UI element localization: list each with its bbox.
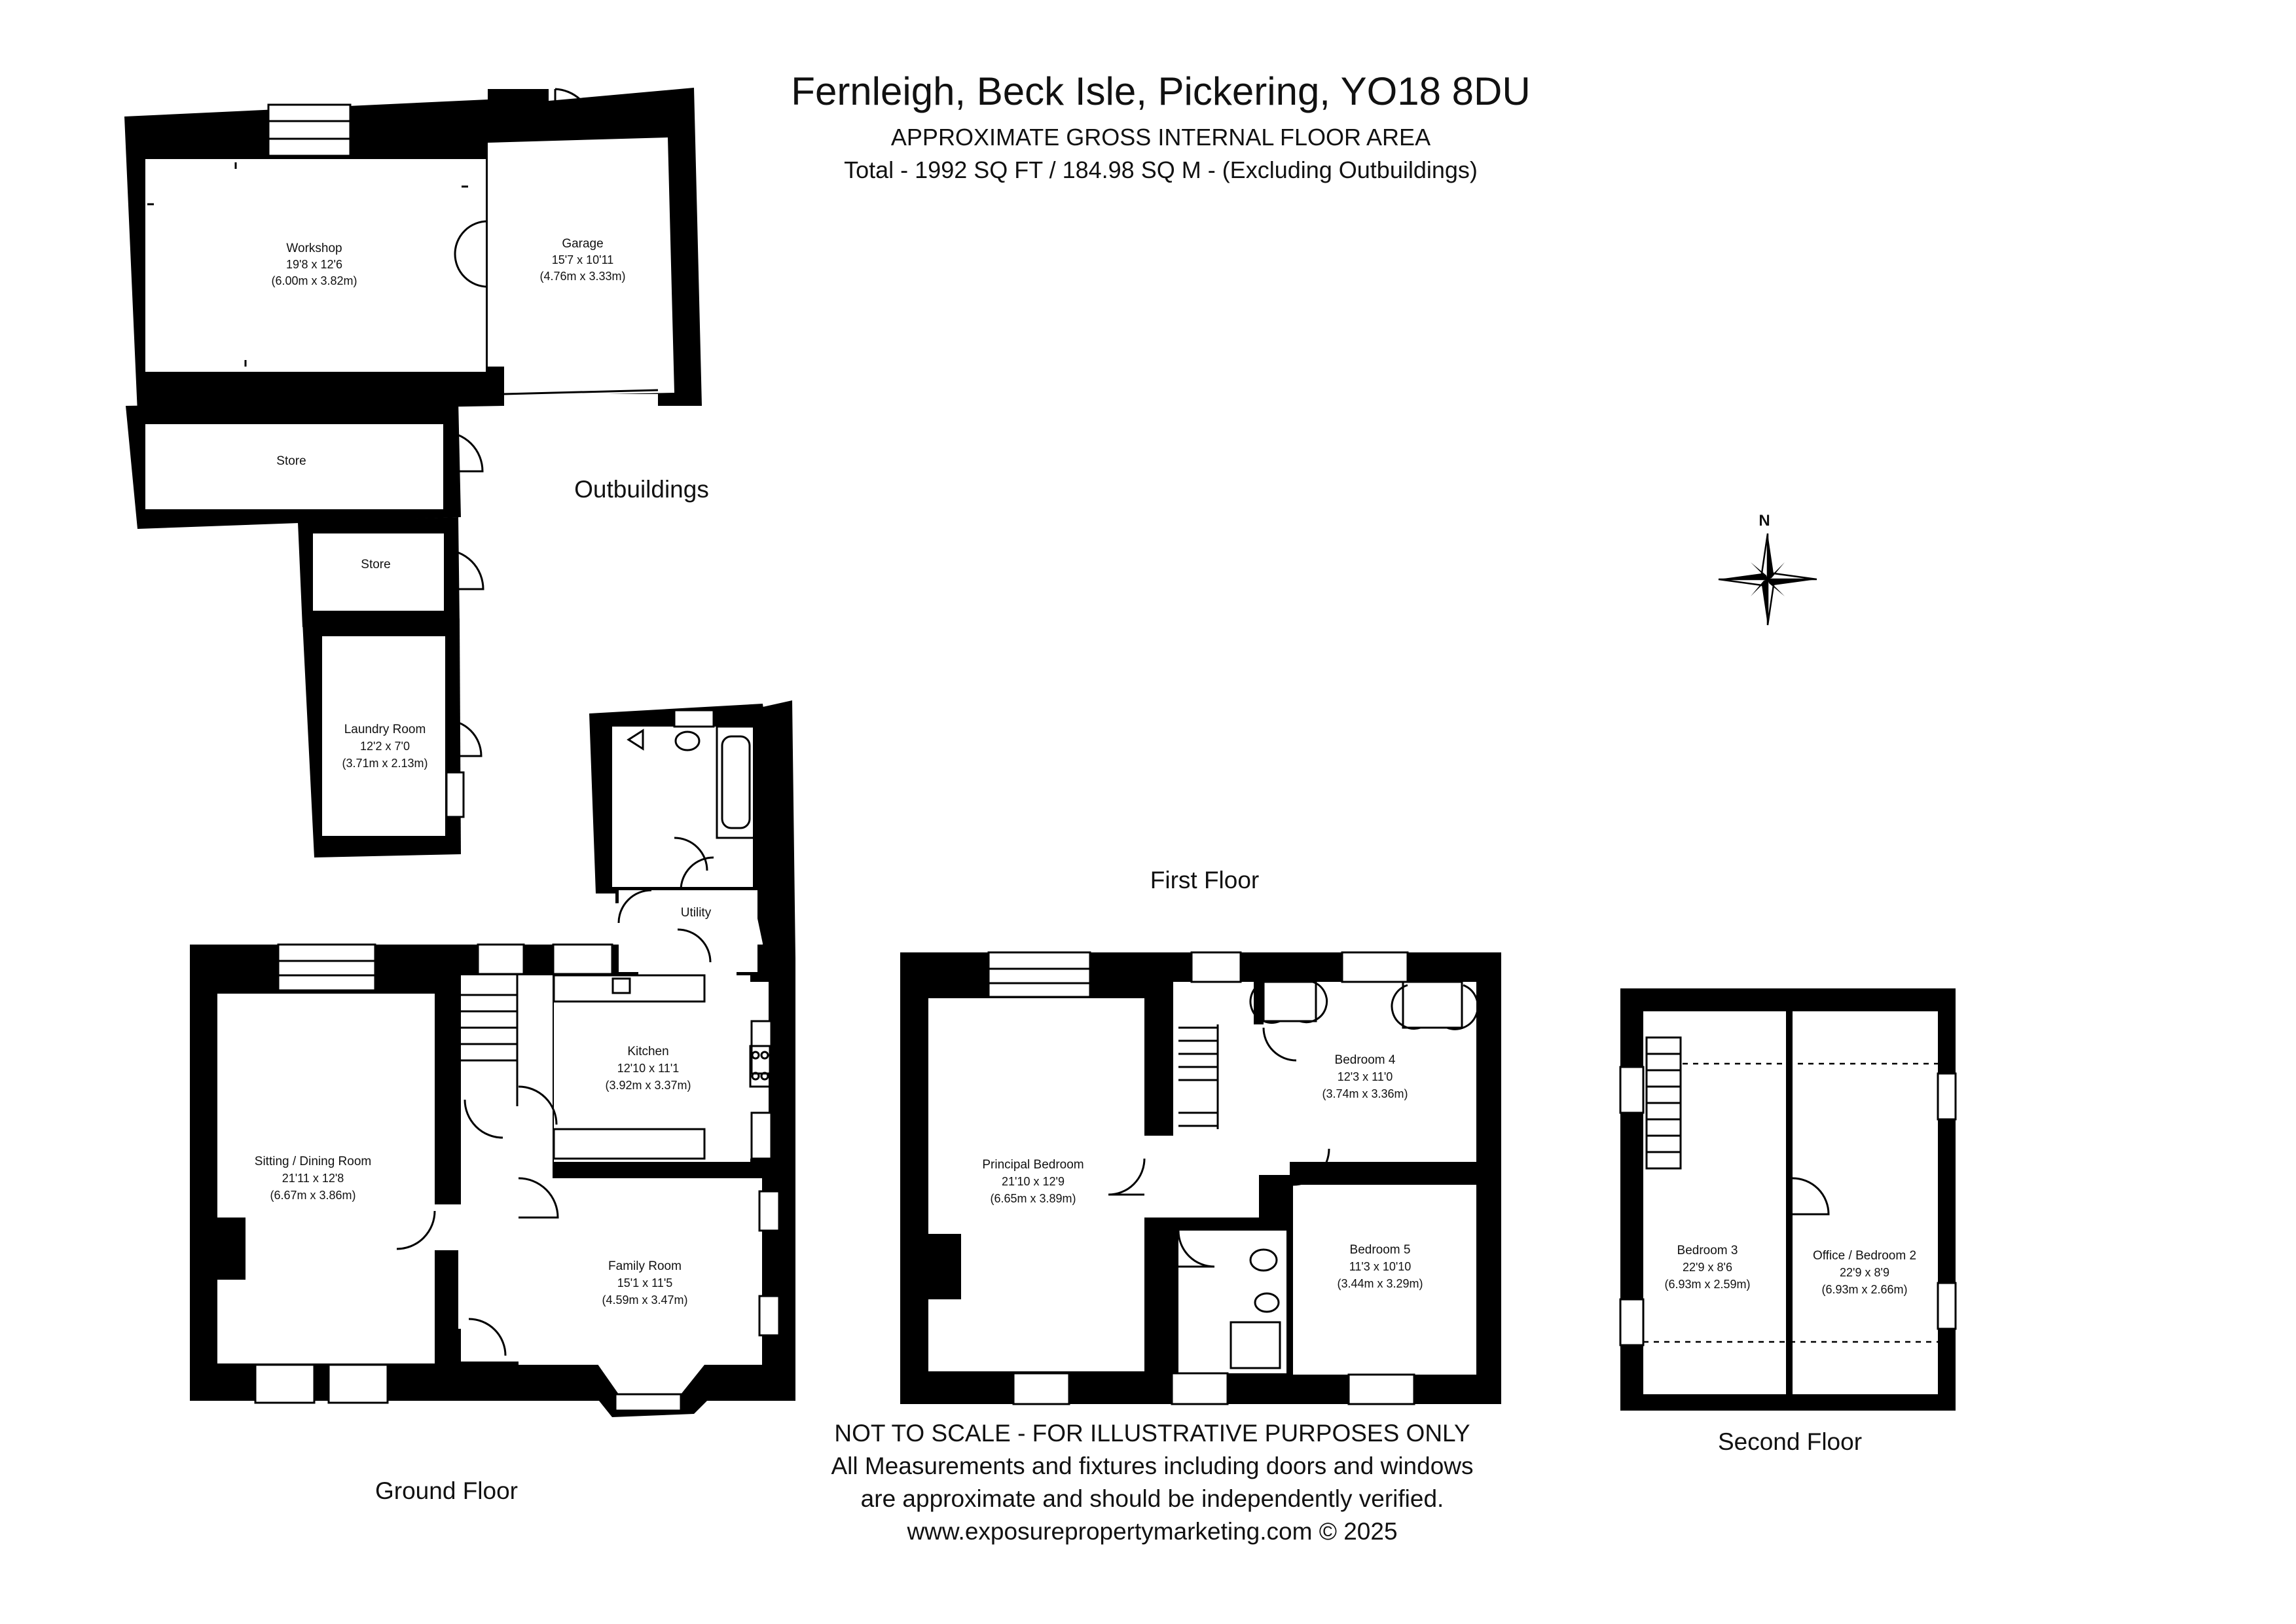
bedroom-3-dim-metric: (6.93m x 2.59m) — [1664, 1278, 1750, 1291]
store-label-2: Store — [361, 558, 390, 571]
bedroom-4-label: Bedroom 4 — [1335, 1053, 1396, 1067]
garage-dim-metric: (4.76m x 3.33m) — [539, 270, 625, 283]
first-floor-label: First Floor — [1150, 867, 1260, 893]
workshop-dim-imperial: 19'8 x 12'6 — [286, 258, 342, 271]
bedroom-4-dim-metric: (3.74m x 3.36m) — [1322, 1087, 1408, 1100]
bedroom-5-label: Bedroom 5 — [1350, 1243, 1411, 1257]
principal-bedroom-dim-metric: (6.65m x 3.89m) — [990, 1192, 1076, 1205]
bedroom-3-label: Bedroom 3 — [1677, 1244, 1738, 1257]
bedroom-5-dim-metric: (3.44m x 3.29m) — [1337, 1277, 1423, 1290]
outbuildings-plan: Workshop 19'8 x 12'6 (6.00m x 3.82m) Gar… — [124, 88, 709, 857]
disclaimer-not-to-scale: NOT TO SCALE - FOR ILLUSTRATIVE PURPOSES… — [834, 1420, 1470, 1447]
utility-label: Utility — [681, 906, 712, 920]
bedroom-4-dim-imperial: 12'3 x 11'0 — [1338, 1070, 1393, 1083]
kitchen-dim-metric: (3.92m x 3.37m) — [605, 1079, 691, 1092]
laundry-room-dim-imperial: 12'2 x 7'0 — [360, 740, 410, 753]
kitchen-label: Kitchen — [627, 1045, 668, 1058]
workshop-dim-metric: (6.00m x 3.82m) — [271, 274, 357, 287]
laundry-room-label: Laundry Room — [344, 723, 426, 736]
floor-area-subtitle: APPROXIMATE GROSS INTERNAL FLOOR AREA — [891, 124, 1430, 151]
first-floor-plan: Principal Bedroom 21'10 x 12'9 (6.65m x … — [900, 867, 1501, 1405]
family-room-dim-metric: (4.59m x 3.47m) — [602, 1293, 687, 1307]
family-room-label: Family Room — [608, 1259, 682, 1273]
copyright-website: www.exposurepropertymarketing.com © 2025 — [906, 1518, 1397, 1545]
store-label-1: Store — [276, 454, 306, 468]
workshop-label: Workshop — [286, 242, 342, 255]
sitting-dining-room-label: Sitting / Dining Room — [255, 1155, 371, 1168]
garage-label: Garage — [562, 237, 603, 251]
property-address-title: Fernleigh, Beck Isle, Pickering, YO18 8D… — [791, 69, 1530, 113]
disclaimer-verify: are approximate and should be independen… — [861, 1485, 1444, 1512]
outbuildings-floor-label: Outbuildings — [574, 476, 709, 503]
principal-bedroom-dim-imperial: 21'10 x 12'9 — [1002, 1175, 1065, 1188]
office-bedroom-2-label: Office / Bedroom 2 — [1813, 1249, 1916, 1263]
sitting-dining-room-dim-imperial: 21'11 x 12'8 — [282, 1172, 344, 1185]
second-floor-label: Second Floor — [1718, 1428, 1862, 1455]
kitchen-dim-imperial: 12'10 x 11'1 — [617, 1062, 680, 1075]
bedroom-5-dim-imperial: 11'3 x 10'10 — [1349, 1260, 1412, 1273]
office-bedroom-2-dim-imperial: 22'9 x 8'9 — [1840, 1266, 1889, 1279]
family-room-dim-imperial: 15'1 x 11'5 — [617, 1276, 673, 1290]
disclaimer-measurements: All Measurements and fixtures including … — [831, 1453, 1473, 1479]
compass-north-label: N — [1758, 512, 1770, 530]
second-floor-plan: Bedroom 3 22'9 x 8'6 (6.93m x 2.59m) Off… — [1619, 988, 1957, 1455]
ground-floor-plan: Utility Kitchen 12'10 x 11'1 (3.92m x 3.… — [190, 700, 795, 1504]
bedroom-3-dim-imperial: 22'9 x 8'6 — [1683, 1261, 1732, 1274]
principal-bedroom-label: Principal Bedroom — [982, 1158, 1084, 1172]
sitting-dining-room-dim-metric: (6.67m x 3.86m) — [270, 1189, 355, 1202]
ground-floor-label: Ground Floor — [375, 1477, 518, 1504]
laundry-room-dim-metric: (3.71m x 2.13m) — [342, 757, 428, 770]
compass-rose-icon: N — [1718, 512, 1817, 626]
office-bedroom-2-dim-metric: (6.93m x 2.66m) — [1821, 1283, 1907, 1296]
garage-dim-imperial: 15'7 x 10'11 — [552, 253, 614, 266]
total-floor-area: Total - 1992 SQ FT / 184.98 SQ M - (Excl… — [844, 156, 1478, 183]
